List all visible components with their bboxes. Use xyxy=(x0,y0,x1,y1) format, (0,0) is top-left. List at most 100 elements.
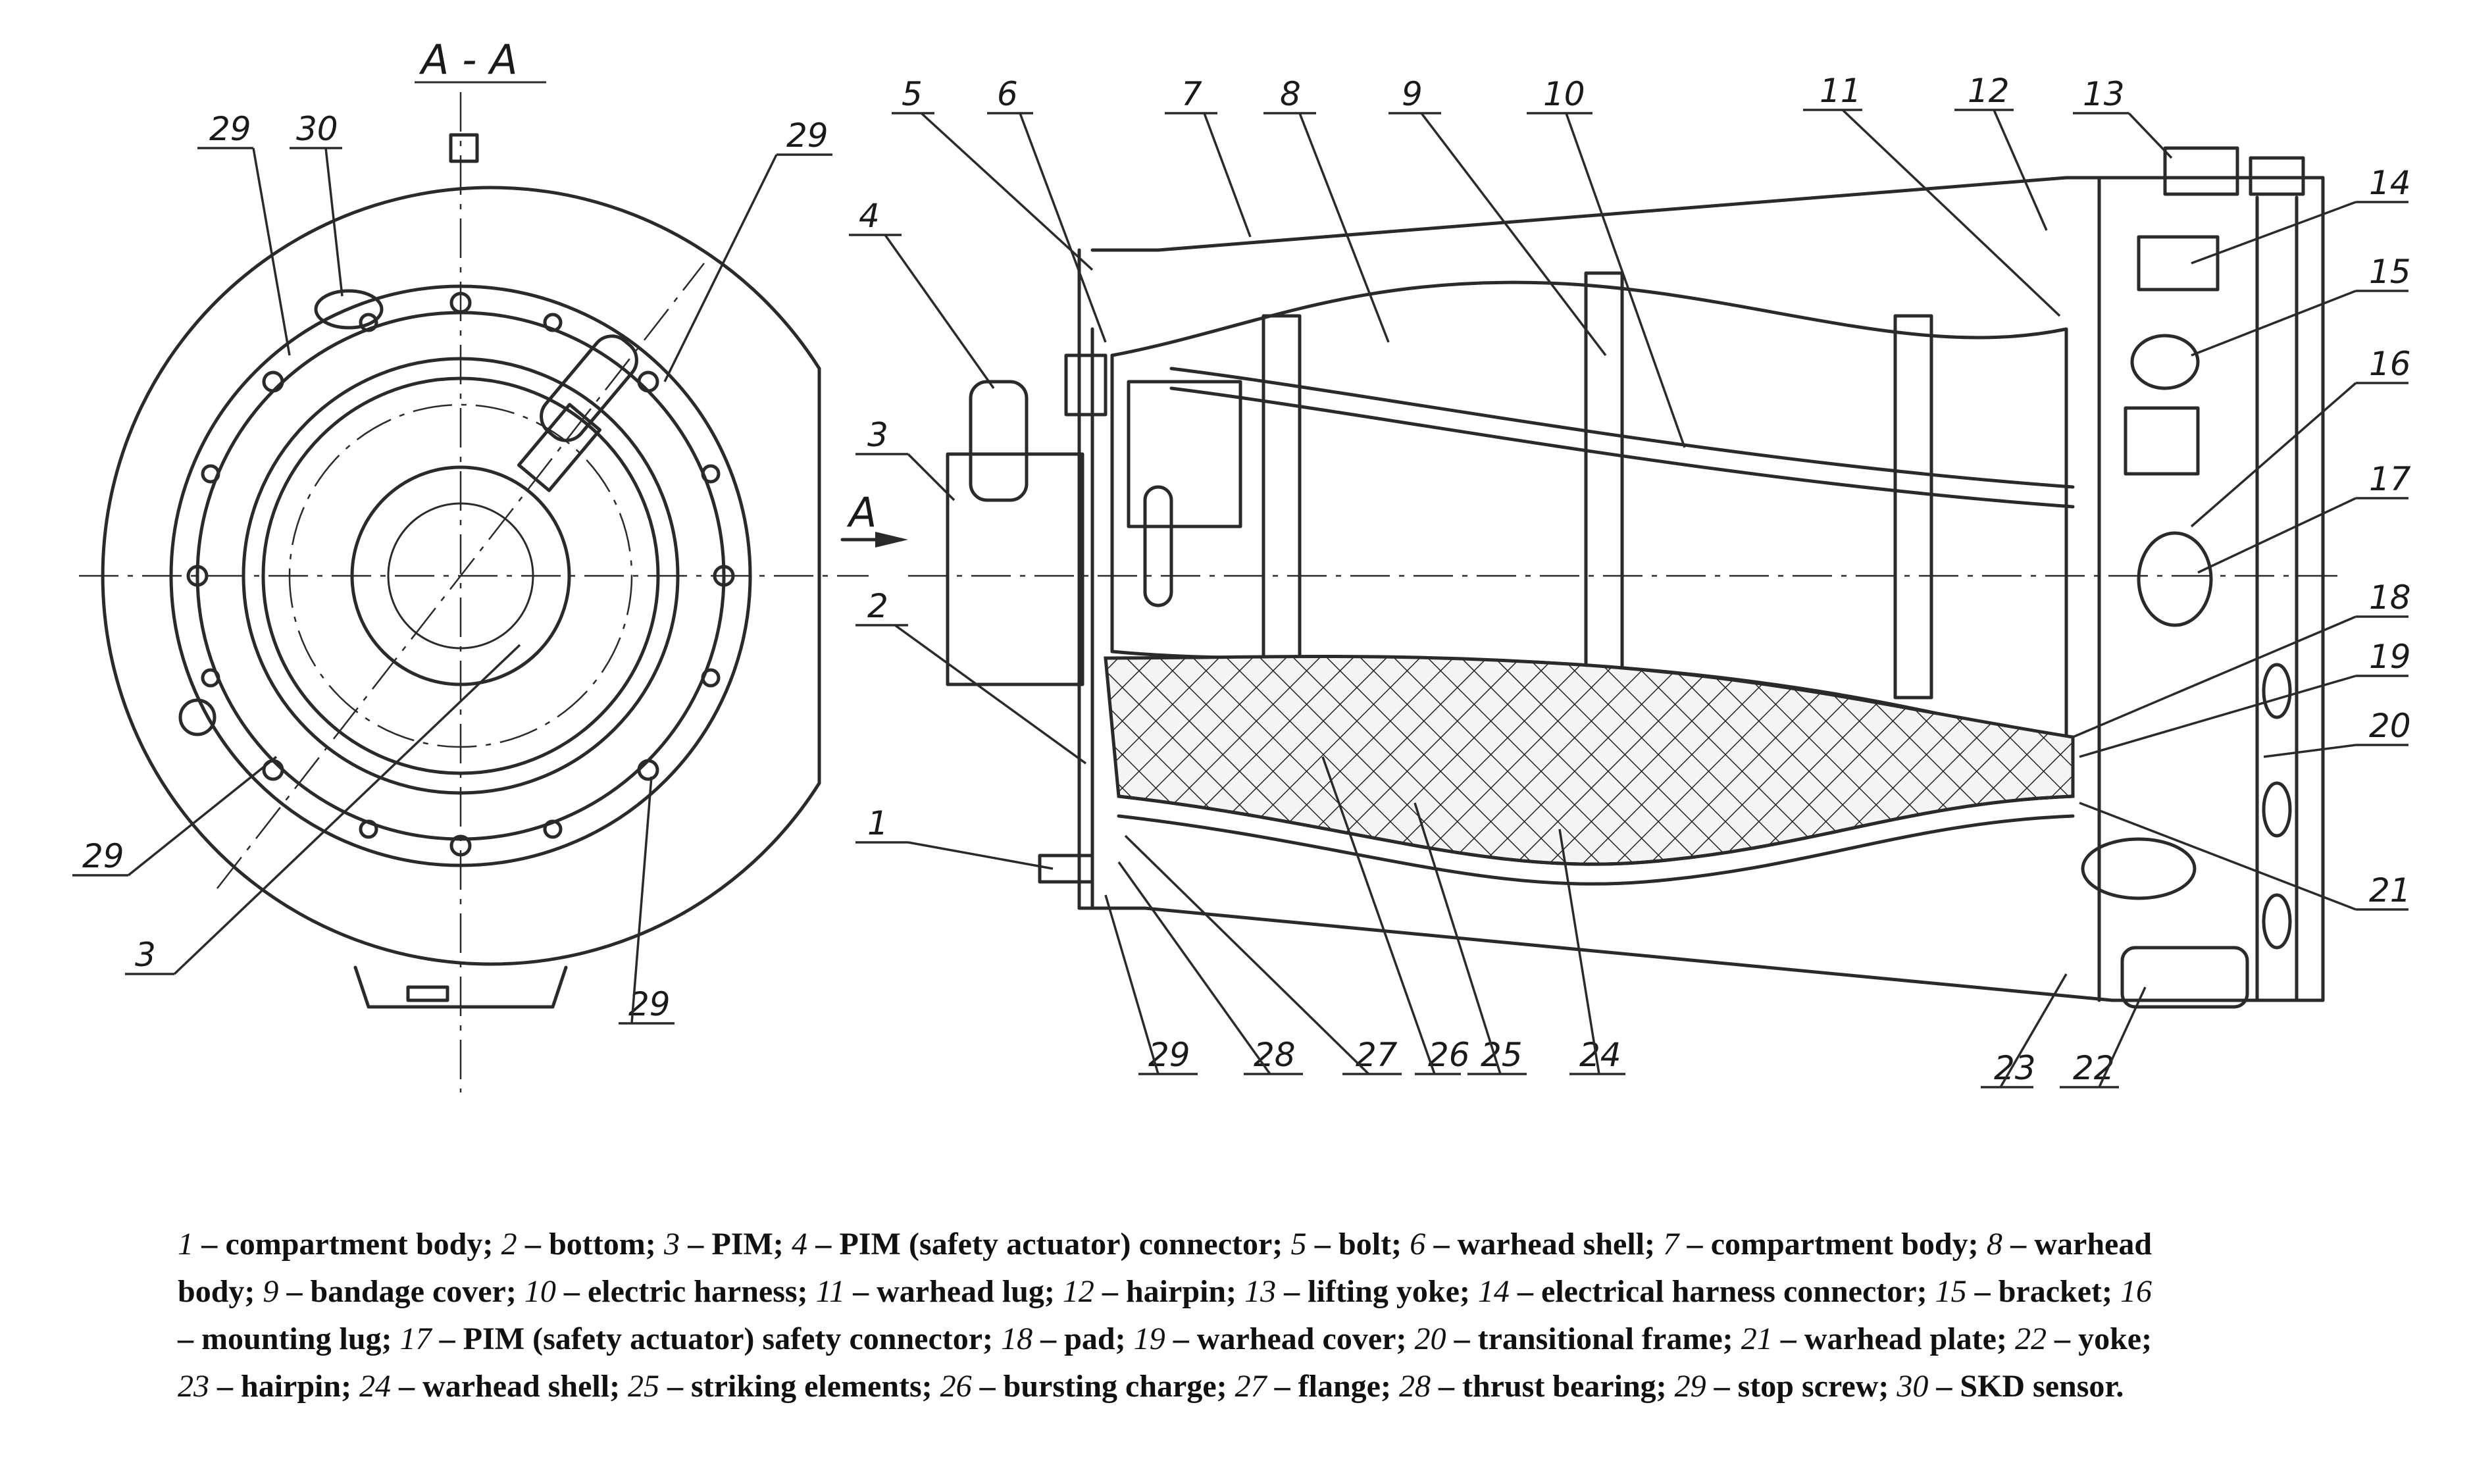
legend-number: 18 xyxy=(1001,1321,1033,1356)
legend-number: 19 xyxy=(1133,1321,1165,1356)
legend-number: 30 xyxy=(1897,1369,1929,1404)
pim-block xyxy=(946,452,1084,686)
section-label: A - A xyxy=(419,36,518,84)
legend-text: – warhead body; xyxy=(178,1227,2153,1309)
legend-text: – SKD sensor. xyxy=(1928,1369,2124,1404)
section-view-a-a: A - A xyxy=(72,36,869,1092)
callout-number: 29 xyxy=(209,110,251,148)
pim-connector xyxy=(969,380,1029,502)
legend-number: 1 xyxy=(178,1227,193,1262)
legend-number: 25 xyxy=(628,1369,660,1404)
callout-number: 30 xyxy=(296,110,338,148)
legend-number: 11 xyxy=(815,1274,846,1309)
legend-number: 16 xyxy=(2120,1274,2153,1309)
legend-text: – transitional frame; xyxy=(1446,1321,1741,1356)
legend-text: – hairpin; xyxy=(1094,1274,1245,1309)
right-callouts: 5 6 7 8 9 10 11 12 13 14 15 16 17 xyxy=(849,72,2411,1088)
left-callouts: 29 30 29 29 29 3 xyxy=(72,110,832,1025)
callout-number: 19 xyxy=(2369,638,2411,676)
legend-number: 28 xyxy=(1398,1369,1431,1404)
legend-number: 3 xyxy=(663,1227,680,1262)
legend-number: 7 xyxy=(1663,1227,1679,1262)
callout-number: 1 xyxy=(867,804,888,842)
legend-number: 13 xyxy=(1244,1274,1277,1309)
legend-number: 17 xyxy=(399,1321,432,1356)
legend-text: – thrust bearing; xyxy=(1430,1369,1675,1404)
callout-number: 25 xyxy=(1481,1036,1523,1074)
longitudinal-view: A xyxy=(840,72,2411,1088)
callout-number: 3 xyxy=(867,416,888,454)
legend-number: 12 xyxy=(1062,1274,1094,1309)
legend-number: 15 xyxy=(1935,1274,1967,1309)
legend-text: – mounting lug; xyxy=(178,1321,400,1356)
callout-number: 26 xyxy=(1428,1036,1470,1074)
callout-number: 5 xyxy=(902,75,923,113)
legend-text: – bandage cover; xyxy=(278,1274,524,1309)
ring-bolts xyxy=(186,292,735,857)
pim-connector-side-view xyxy=(517,334,638,492)
callout-number: 6 xyxy=(997,75,1018,113)
callout-number: 12 xyxy=(1968,72,2010,110)
callout-number: 10 xyxy=(1543,75,1585,113)
callout-number: 4 xyxy=(859,197,880,235)
legend-text: – warhead cover; xyxy=(1165,1321,1415,1356)
legend-number: 23 xyxy=(178,1369,209,1404)
legend-number: 9 xyxy=(263,1274,279,1309)
legend-text: – stop screw; xyxy=(1706,1369,1897,1404)
legend-text: – PIM (safety actuator) connector; xyxy=(807,1227,1291,1262)
callout-number: 2 xyxy=(867,587,888,625)
legend-text: – compartment body; xyxy=(193,1227,501,1262)
legend-text: – bolt; xyxy=(1306,1227,1410,1262)
legend-text: – flange; xyxy=(1266,1369,1399,1404)
callout-number: 16 xyxy=(2369,345,2411,383)
legend-text: – lifting yoke; xyxy=(1276,1274,1478,1309)
legend-number: 21 xyxy=(1741,1321,1773,1356)
legend-number: 22 xyxy=(2014,1321,2047,1356)
legend-text: – hairpin; xyxy=(209,1369,360,1404)
legend-text: – yoke; xyxy=(2046,1321,2153,1356)
legend-caption: 1 – compartment body; 2 – bottom; 3 – PI… xyxy=(178,1221,2152,1410)
legend-number: 6 xyxy=(1410,1227,1426,1262)
legend-number: 29 xyxy=(1674,1369,1706,1404)
callout-number: 17 xyxy=(2369,460,2411,498)
safety-connector xyxy=(2137,531,2213,627)
legend-text: – bracket; xyxy=(1966,1274,2121,1309)
callout-number: 21 xyxy=(2369,871,2411,909)
callout-number: 13 xyxy=(2083,75,2125,113)
legend-text: – pad; xyxy=(1032,1321,1134,1356)
legend-text: – PIM (safety actuator) safety connector… xyxy=(431,1321,1002,1356)
legend-number: 14 xyxy=(1477,1274,1510,1309)
legend-number: 10 xyxy=(524,1274,556,1309)
legend-number: 26 xyxy=(940,1369,972,1404)
legend-number: 8 xyxy=(1986,1227,2002,1262)
legend-text: – bursting charge; xyxy=(971,1369,1235,1404)
legend-text: – electrical harness connector; xyxy=(1509,1274,1935,1309)
legend-text: – warhead lug; xyxy=(845,1274,1063,1309)
callout-number: 18 xyxy=(2369,578,2411,617)
legend-text: – warhead shell; xyxy=(1425,1227,1664,1262)
callout-number: 3 xyxy=(135,936,156,974)
legend-number: 24 xyxy=(359,1369,392,1404)
legend-number: 2 xyxy=(501,1227,517,1262)
view-arrow-label: A xyxy=(846,488,877,536)
legend-text: – electric harness; xyxy=(555,1274,816,1309)
callout-number: 28 xyxy=(1254,1036,1296,1074)
callout-number: 23 xyxy=(1994,1049,2036,1087)
legend-text: – warhead shell; xyxy=(391,1369,628,1404)
legend-number: 20 xyxy=(1414,1321,1446,1356)
callout-number: 15 xyxy=(2369,253,2411,291)
legend-text: – PIM; xyxy=(679,1227,792,1262)
legend-number: 4 xyxy=(792,1227,807,1262)
callout-number: 29 xyxy=(82,837,124,875)
legend-text: – striking elements; xyxy=(659,1369,940,1404)
callout-number: 9 xyxy=(1402,75,1423,113)
callout-number: 29 xyxy=(786,116,828,155)
legend-number: 5 xyxy=(1290,1227,1307,1262)
skd-sensor xyxy=(314,289,384,330)
callout-number: 24 xyxy=(1579,1036,1621,1074)
callout-number: 14 xyxy=(2369,164,2411,202)
legend-text: – bottom; xyxy=(517,1227,664,1262)
callout-number: 20 xyxy=(2369,707,2411,745)
callout-number: 8 xyxy=(1280,75,1301,113)
